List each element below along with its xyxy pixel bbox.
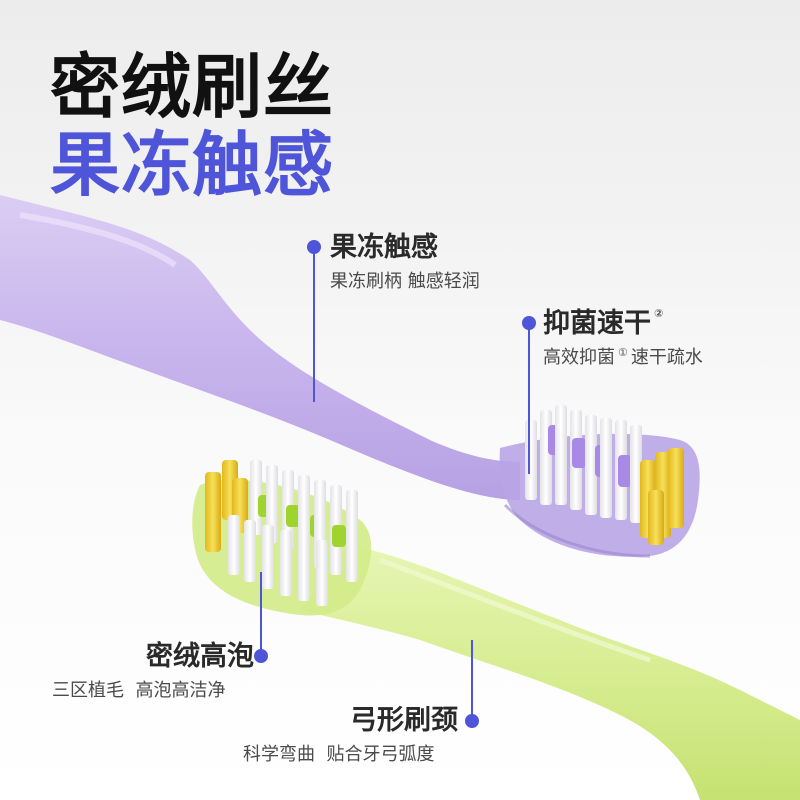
headline-line1: 密绒刷丝 [50, 46, 334, 128]
footnote-marker: ① [618, 346, 628, 359]
callout-subtitle-part2: 速干疏水 [630, 347, 703, 368]
callout-title-text: 抑菌速干 [543, 308, 651, 339]
headline-line2: 果冻触感 [50, 124, 334, 206]
callout-subtitle: 果冻刷柄 触感轻润 [330, 271, 480, 292]
callout-jelly-touch: 果冻触感 果冻刷柄 触感轻润 [330, 234, 480, 291]
footnote-marker: ② [654, 307, 664, 320]
callout-title: 果冻触感 [330, 232, 438, 263]
green-toothbrush [192, 460, 800, 800]
callout-line-dense-foam [260, 572, 262, 656]
callout-line-jelly-touch [313, 246, 315, 402]
callout-title: 弓形刷颈 [350, 705, 458, 736]
callout-dot-dense-foam [254, 649, 268, 663]
callout-subtitle-part1: 高效抑菌 [543, 347, 615, 368]
callout-bow-neck-subtitle-wrap: 科学弯曲 贴合牙弓弧度 [243, 746, 434, 764]
callout-bow-neck: 弓形刷颈 [350, 707, 458, 734]
callout-subtitle: 科学弯曲 贴合牙弓弧度 [243, 744, 435, 765]
green-brush-bristles [205, 460, 358, 606]
callout-dot-jelly-touch [307, 240, 321, 254]
callout-dense-foam: 密绒高泡 [146, 643, 254, 670]
callout-dense-foam-subtitle-wrap: 三区植毛 高泡高洁净 [52, 682, 225, 700]
callout-subtitle: 三区植毛 高泡高洁净 [52, 680, 226, 701]
callout-dot-bow-neck [465, 714, 479, 728]
callout-title: 密绒高泡 [146, 641, 254, 672]
callout-dot-antibacterial [522, 316, 536, 330]
callout-line-antibacterial [528, 324, 530, 474]
callout-line-bow-neck [471, 640, 473, 720]
